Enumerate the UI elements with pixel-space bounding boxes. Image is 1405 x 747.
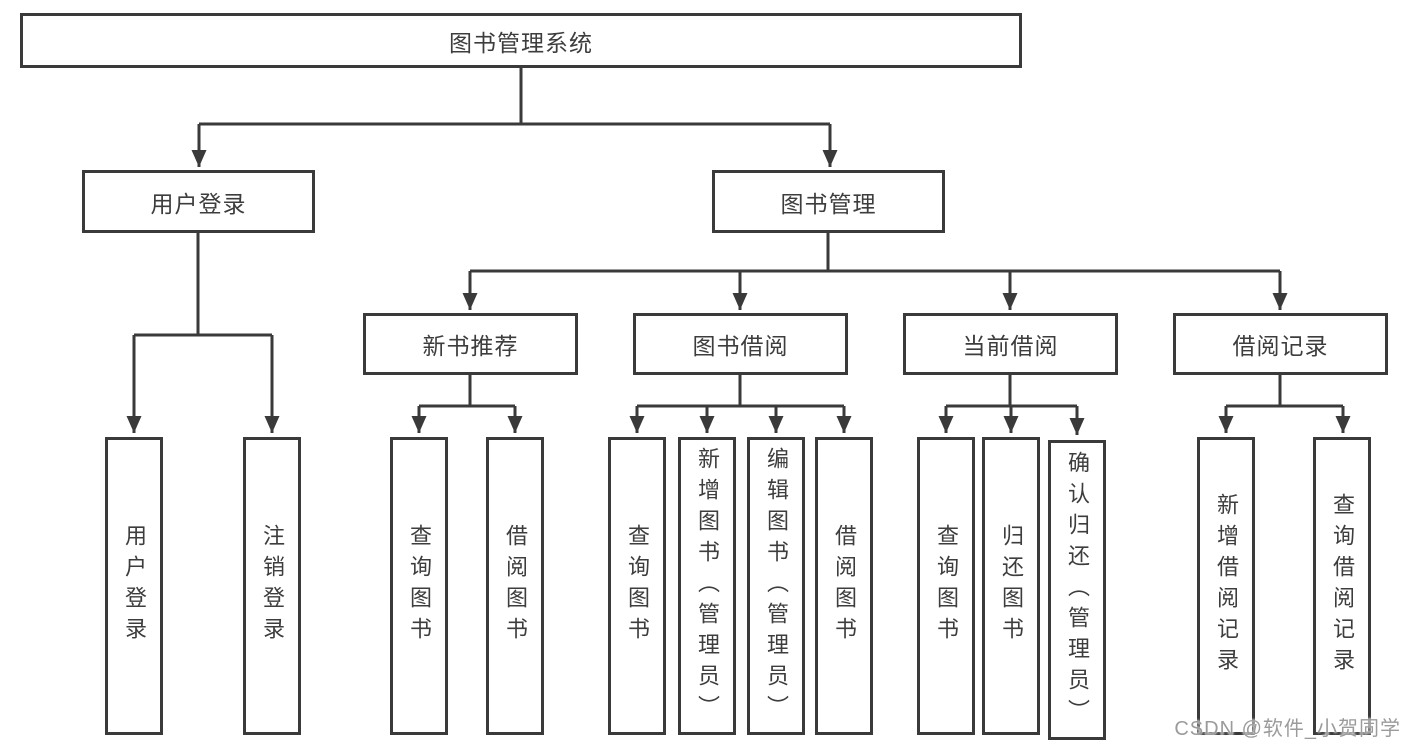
node-book-borrowing: 图书借阅 [633,313,848,375]
node-add-book-admin-label: 新增图书（管理员） [695,446,720,726]
csdn-watermark: CSDN @软件_小贺同学 [1174,718,1401,740]
node-user-login-action: 用户登录 [105,437,163,735]
node-query-books-recommend-label: 查询图书 [407,524,432,648]
node-confirm-return-admin-label: 确认归还（管理员） [1065,450,1090,730]
node-query-borrow-record-label: 查询借阅记录 [1330,493,1355,679]
node-query-books-borrowing-label: 查询图书 [625,524,650,648]
node-book-management: 图书管理 [712,170,945,233]
node-confirm-return-admin: 确认归还（管理员） [1048,440,1106,740]
node-book-management-label: 图书管理 [780,190,877,217]
node-query-borrow-record: 查询借阅记录 [1313,437,1371,735]
node-return-books: 归还图书 [982,437,1040,735]
node-add-book-admin: 新增图书（管理员） [678,437,736,735]
node-query-books-current: 查询图书 [917,437,975,735]
node-library-system-label: 图书管理系统 [449,29,593,56]
node-book-borrowing-label: 图书借阅 [692,333,789,359]
node-borrow-records: 借阅记录 [1173,313,1388,375]
node-borrow-books-label: 借阅图书 [832,524,857,648]
node-logout: 注销登录 [243,437,301,735]
node-edit-book-admin-label: 编辑图书（管理员） [764,446,789,726]
node-edit-book-admin: 编辑图书（管理员） [747,437,805,735]
node-borrow-books-recommend-label: 借阅图书 [503,524,528,648]
node-query-books-current-label: 查询图书 [934,524,959,648]
node-user-login-action-label: 用户登录 [122,524,147,648]
node-query-books-recommend: 查询图书 [390,437,448,735]
node-borrow-books-recommend: 借阅图书 [486,437,544,735]
node-user-login: 用户登录 [82,170,315,233]
node-add-borrow-record-label: 新增借阅记录 [1214,493,1239,679]
node-user-login-label: 用户登录 [150,190,247,217]
node-add-borrow-record: 新增借阅记录 [1197,437,1255,735]
node-current-borrowing-label: 当前借阅 [962,333,1059,359]
node-current-borrowing: 当前借阅 [903,313,1118,375]
node-return-books-label: 归还图书 [999,524,1024,648]
node-new-book-recommend: 新书推荐 [363,313,578,375]
node-library-system: 图书管理系统 [20,13,1022,68]
node-new-book-recommend-label: 新书推荐 [422,333,519,359]
node-query-books-borrowing: 查询图书 [608,437,666,735]
node-borrow-records-label: 借阅记录 [1232,333,1329,359]
node-borrow-books: 借阅图书 [815,437,873,735]
node-logout-label: 注销登录 [260,524,285,648]
